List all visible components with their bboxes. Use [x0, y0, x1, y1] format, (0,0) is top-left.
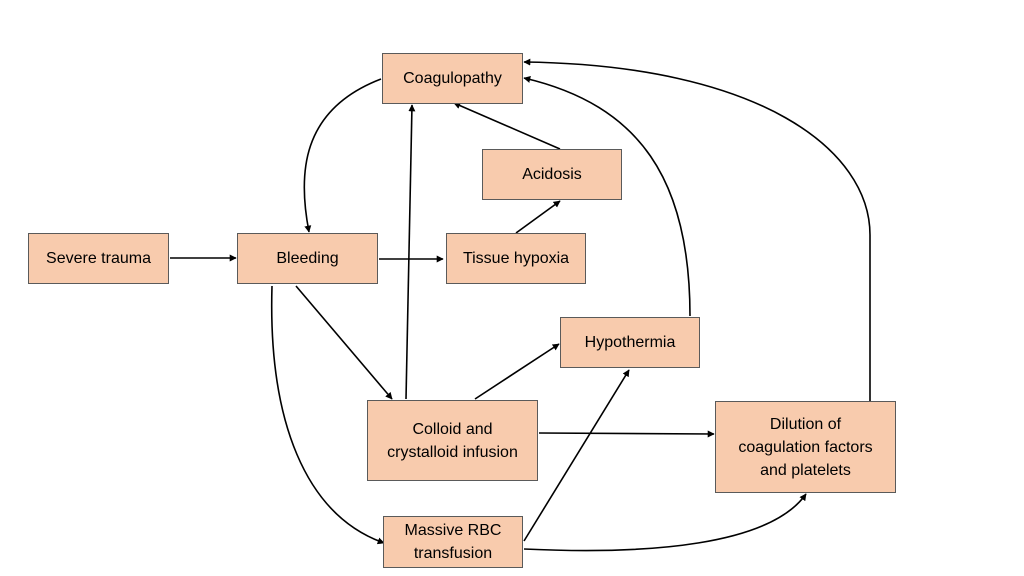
node-bleeding: Bleeding — [237, 233, 378, 284]
node-hypothermia-label: Hypothermia — [584, 334, 676, 351]
edge-bleeding-to-colloid-infusion — [295, 285, 393, 400]
edge-colloid-infusion-to-hypothermia — [474, 343, 560, 400]
node-colloid-infusion-line-1: Colloid and — [412, 420, 493, 438]
node-severe-trauma: Severe trauma — [28, 233, 169, 284]
edge-colloid-infusion-to-dilution — [538, 430, 715, 438]
edge-dilution-to-coagulopathy — [523, 58, 871, 401]
node-colloid-infusion: Colloid and crystalloid infusion — [367, 400, 538, 481]
node-massive-rbc-line-1: Massive RBC — [404, 522, 502, 539]
node-coagulopathy-label: Coagulopathy — [403, 70, 502, 87]
node-tissue-hypoxia: Tissue hypoxia — [446, 233, 586, 284]
node-dilution-line-2: coagulation factors — [738, 438, 873, 456]
node-severe-trauma-label: Severe trauma — [46, 250, 151, 267]
node-massive-rbc-line-2: transfusion — [413, 545, 493, 562]
edge-acidosis-to-coagulopathy — [453, 102, 561, 150]
edge-coagulopathy-to-bleeding — [303, 78, 382, 233]
node-bleeding-label: Bleeding — [276, 250, 339, 267]
node-tissue-hypoxia-label: Tissue hypoxia — [462, 250, 570, 267]
node-dilution-line-3: and platelets — [760, 461, 851, 479]
node-massive-rbc: Massive RBC transfusion — [383, 516, 523, 568]
edge-bleeding-to-massive-rbc — [270, 285, 385, 545]
edge-massive-rbc-to-dilution — [523, 493, 807, 552]
edge-colloid-infusion-to-coagulopathy — [405, 104, 416, 400]
edge-hypothermia-to-coagulopathy — [523, 76, 691, 317]
node-hypothermia: Hypothermia — [560, 317, 700, 368]
edge-massive-rbc-to-hypothermia — [523, 369, 630, 542]
node-dilution-line-1: Dilution of — [769, 415, 842, 433]
node-coagulopathy: Coagulopathy — [382, 53, 523, 104]
node-acidosis-label: Acidosis — [522, 166, 582, 183]
edge-tissue-hypoxia-to-acidosis — [515, 200, 561, 234]
node-colloid-infusion-line-2: crystalloid infusion — [387, 443, 518, 461]
node-dilution: Dilution of coagulation factors and plat… — [715, 401, 896, 493]
node-acidosis: Acidosis — [482, 149, 622, 200]
